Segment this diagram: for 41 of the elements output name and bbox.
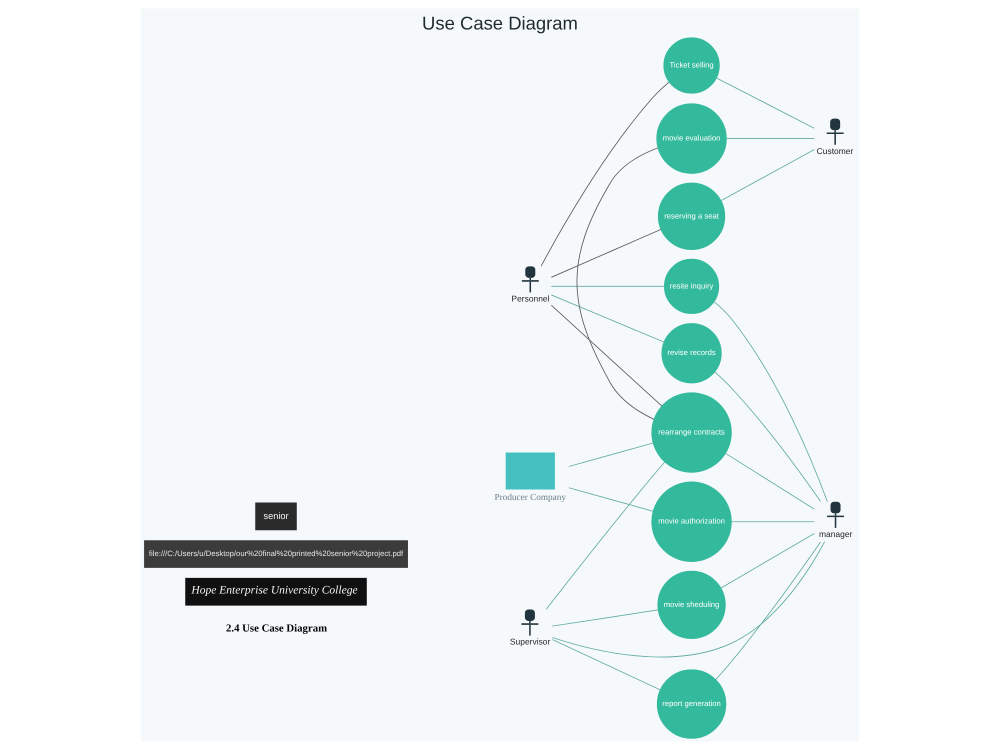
connector (546, 462, 666, 610)
node-circle: Ticket selling (663, 37, 720, 94)
label: 2.4 Use Case Diagram (226, 622, 328, 635)
node-circle: movie sheduling (657, 570, 726, 639)
node-circle: movie evaluation (656, 103, 727, 174)
connector (715, 542, 821, 680)
node-circle: reserving a seat (658, 182, 726, 250)
connector (720, 149, 815, 202)
node-circle: report generation (656, 669, 726, 739)
node-label: manager (818, 528, 852, 539)
connector (568, 442, 654, 467)
node-circle: resite inquiry (664, 258, 720, 314)
connector (552, 639, 660, 690)
label: senior (263, 510, 289, 521)
connector (725, 453, 815, 510)
connector (540, 82, 670, 267)
node-label: Supervisor (510, 636, 550, 647)
connector (716, 78, 815, 129)
node-circle: movie authorization (651, 482, 732, 562)
node-label: Producer Company (494, 492, 566, 502)
connector (552, 541, 826, 658)
connector (576, 147, 658, 420)
connector (550, 286, 665, 287)
label: file:///C:/Users/u/Desktop/our%20final%20printed%20senior%20project.pdf (148, 548, 404, 558)
node-box (506, 452, 555, 490)
node-label: Personnel (511, 294, 550, 304)
connector (720, 533, 815, 588)
connector (552, 609, 659, 627)
connector (714, 372, 822, 502)
connector (731, 521, 815, 522)
connector (568, 487, 654, 512)
label: Hope Enterprise University College (191, 584, 358, 597)
connector (550, 228, 662, 278)
diagram-title: Use Case Diagram (422, 12, 578, 34)
connector (550, 294, 664, 342)
connector (726, 138, 815, 140)
node-label: Customer (816, 146, 854, 156)
connector (714, 301, 828, 502)
node-circle: revise records (661, 323, 722, 384)
node-circle: rearrange contracts (651, 392, 732, 473)
connector (550, 304, 662, 407)
